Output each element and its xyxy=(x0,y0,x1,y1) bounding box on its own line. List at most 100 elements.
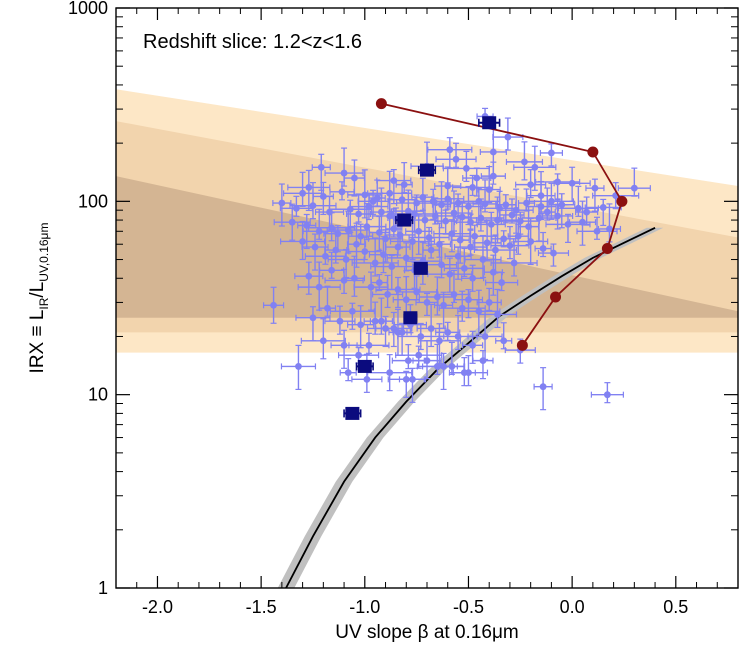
x-tick-label: 0.0 xyxy=(560,597,585,617)
galaxy-point xyxy=(538,187,556,221)
galaxy-point xyxy=(490,241,538,277)
galaxy-point xyxy=(442,150,490,183)
galaxy-point xyxy=(492,117,524,151)
galaxy-point xyxy=(329,302,375,330)
irx-band-inner xyxy=(116,176,738,318)
galaxy-point xyxy=(435,321,461,341)
x-tick-label: -1.5 xyxy=(246,597,277,617)
galaxy-point xyxy=(452,174,494,197)
galaxy-point xyxy=(294,261,324,295)
galaxy-point xyxy=(311,153,331,191)
galaxy-point xyxy=(351,237,399,277)
galaxy-point xyxy=(528,182,575,220)
galaxy-point xyxy=(262,286,285,324)
galaxy-point xyxy=(434,209,458,235)
x-tick-label: 0.5 xyxy=(663,597,688,617)
galaxy-point xyxy=(385,208,403,238)
redshift-annotation: Redshift slice: 1.2<z<1.6 xyxy=(143,31,362,53)
galaxy-point xyxy=(318,285,337,317)
x-tick-label: -0.5 xyxy=(453,597,484,617)
galaxy-point xyxy=(427,137,473,169)
galaxy-point xyxy=(304,231,347,265)
galaxy-point xyxy=(507,223,529,255)
binned-point xyxy=(355,359,374,373)
galaxy-point xyxy=(416,303,446,348)
galaxy-point xyxy=(329,181,355,201)
galaxy-point xyxy=(490,226,530,260)
galaxy-points-group xyxy=(262,107,651,411)
galaxy-point xyxy=(461,264,485,292)
galaxy-point xyxy=(451,224,499,250)
y-tick-label: 1 xyxy=(98,578,108,598)
galaxy-point xyxy=(444,246,472,280)
galaxy-point xyxy=(590,382,624,404)
galaxy-point xyxy=(396,275,438,301)
galaxy-point xyxy=(280,344,317,391)
galaxy-point xyxy=(533,367,553,411)
model-track-point xyxy=(516,339,528,351)
model-track-point xyxy=(375,98,387,110)
galaxy-point xyxy=(433,291,454,329)
galaxy-point xyxy=(414,197,456,225)
galaxy-point xyxy=(387,370,425,398)
galaxy-point xyxy=(343,159,366,197)
galaxy-point xyxy=(548,193,576,229)
galaxy-point xyxy=(480,161,506,185)
galaxy-point xyxy=(557,185,599,217)
model-track-point xyxy=(616,195,628,207)
galaxy-point xyxy=(370,187,392,231)
binned-points-group xyxy=(343,116,501,420)
galaxy-point xyxy=(295,306,331,342)
galaxy-point xyxy=(584,198,622,227)
galaxy-point xyxy=(339,358,357,382)
galaxy-point xyxy=(273,203,311,241)
model-track-group xyxy=(375,98,628,351)
y-tick-label: 100 xyxy=(78,191,108,211)
x-axis-label: UV slope β at 0.16μm xyxy=(335,622,518,643)
galaxy-point xyxy=(472,350,494,380)
binned-point xyxy=(395,213,414,227)
galaxy-point xyxy=(443,247,485,277)
galaxy-point xyxy=(513,217,549,266)
binned-point xyxy=(343,406,362,420)
galaxy-point xyxy=(568,200,597,246)
galaxy-point xyxy=(553,166,591,202)
binned-point xyxy=(417,163,437,177)
galaxy-point xyxy=(498,188,534,234)
x-tick-label: -2.0 xyxy=(142,597,173,617)
model-track-point xyxy=(550,291,562,303)
galaxy-point xyxy=(464,234,502,279)
galaxy-point xyxy=(585,178,605,212)
y-tick-label: 1000 xyxy=(68,0,108,18)
galaxy-point xyxy=(485,271,519,292)
galaxy-point xyxy=(330,329,358,369)
galaxy-point xyxy=(280,220,326,261)
galaxy-point xyxy=(457,289,501,335)
galaxy-point xyxy=(417,323,462,365)
galaxy-point xyxy=(453,289,484,319)
galaxy-point xyxy=(452,357,476,387)
galaxy-point xyxy=(395,345,443,369)
galaxy-point xyxy=(476,287,502,312)
galaxy-point xyxy=(438,290,486,322)
binned-point xyxy=(403,311,418,325)
galaxy-point xyxy=(405,213,433,255)
galaxy-point xyxy=(301,233,329,271)
x-tick-label: -1.0 xyxy=(349,597,380,617)
galaxy-point xyxy=(491,230,517,248)
galaxy-point xyxy=(367,354,413,392)
galaxy-point xyxy=(539,143,564,167)
model-track-point xyxy=(601,243,613,255)
galaxy-point xyxy=(617,167,651,197)
binned-point xyxy=(413,261,428,275)
galaxy-point xyxy=(515,169,547,199)
galaxy-point xyxy=(346,222,367,268)
galaxy-point xyxy=(422,237,440,259)
binned-point xyxy=(478,116,501,130)
reference-curve-group xyxy=(277,226,664,588)
galaxy-point xyxy=(505,141,544,181)
model-track-line xyxy=(381,102,623,346)
y-axis-label: IRX ≡ LIR/LUV,0.16μm xyxy=(27,223,51,374)
